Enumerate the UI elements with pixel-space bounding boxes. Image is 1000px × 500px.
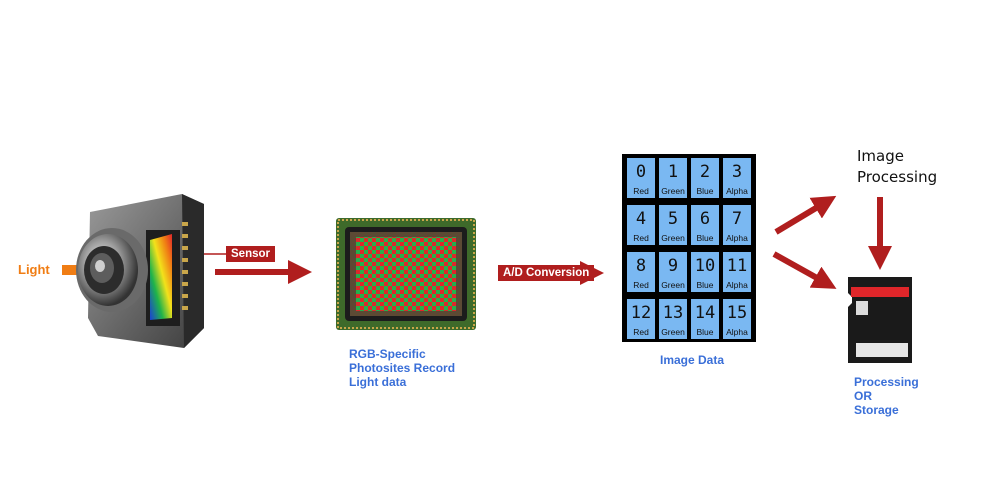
pixel-channel: Blue (696, 327, 714, 337)
photosites-label-line-1: RGB-Specific (349, 347, 426, 361)
pixel-channel: Green (661, 186, 685, 196)
pixel-channel: Red (633, 233, 649, 243)
pixel-index: 15 (726, 303, 748, 323)
pixel-index: 7 (731, 209, 743, 229)
image-processing-line-1: Image (857, 147, 904, 165)
pixel-index: 2 (699, 162, 711, 182)
camera-cutaway-icon (76, 194, 204, 348)
pixel-channel: Alpha (726, 280, 748, 290)
storage-label-line-1: Processing (854, 375, 919, 389)
pixel-channel: Alpha (726, 327, 748, 337)
image-data-label: Image Data (660, 353, 725, 367)
pixel-index: 11 (726, 256, 748, 276)
sensor-tag: Sensor (226, 246, 275, 262)
storage-label-line-3: Storage (854, 403, 899, 417)
pixel-channel: Green (661, 233, 685, 243)
pixel-channel: Alpha (726, 233, 748, 243)
pixel-channel: Blue (696, 233, 714, 243)
arrow-data-to-storage (772, 251, 837, 289)
pixel-index: 5 (667, 209, 679, 229)
pixel-index: 0 (635, 162, 647, 182)
pixel-channel: Blue (696, 186, 714, 196)
pixel-index: 4 (635, 209, 647, 229)
pixel-channel: Green (661, 280, 685, 290)
pixel-channel: Green (661, 327, 685, 337)
pixel-index: 14 (694, 303, 716, 323)
photosites-label-line-3: Light data (349, 375, 407, 389)
image-processing-line-2: Processing (857, 168, 938, 186)
pixel-channel: Red (633, 280, 649, 290)
pixel-channel: Alpha (726, 186, 748, 196)
photosites-label-line-2: Photosites Record (349, 361, 456, 375)
ad-conversion-tag: A/D Conversion (498, 265, 595, 281)
storage-label: Processing OR Storage (854, 375, 919, 417)
image-processing-label: Image Processing (857, 146, 937, 188)
pixel-channel: Red (633, 327, 649, 337)
pixel-index: 9 (667, 256, 679, 276)
image-sensor-chip-icon (336, 218, 476, 330)
pixel-channel: Blue (696, 280, 714, 290)
pixel-channel: Red (633, 186, 649, 196)
pixel-index: 8 (635, 256, 647, 276)
pixel-index: 12 (630, 303, 652, 323)
pixel-index: 6 (699, 209, 711, 229)
pixel-index: 3 (731, 162, 743, 182)
pixel-index: 13 (662, 303, 684, 323)
light-label: Light (18, 262, 50, 277)
arrow-data-to-processing (774, 195, 837, 235)
pixel-index: 10 (694, 256, 716, 276)
storage-label-line-2: OR (854, 389, 872, 403)
sd-card-icon (848, 277, 912, 363)
photosites-label: RGB-Specific Photosites Record Light dat… (349, 347, 455, 389)
pixel-index: 1 (667, 162, 679, 182)
